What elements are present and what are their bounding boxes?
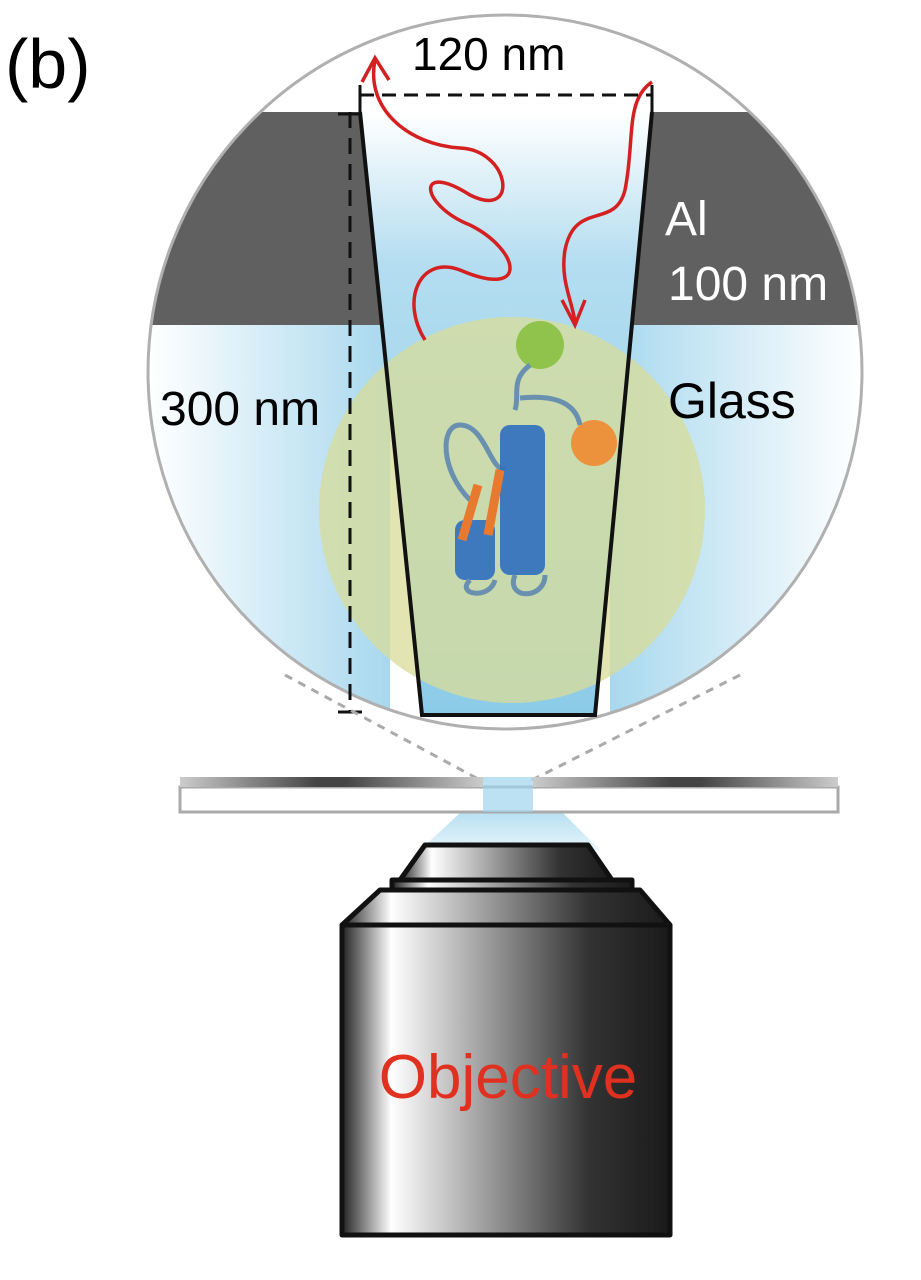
objective-body (339, 922, 673, 1238)
dimension-width (358, 85, 654, 112)
strand-orange (457, 469, 505, 542)
metal-label: Al (665, 193, 708, 246)
magnified-view (150, 112, 860, 729)
dimension-depth (338, 112, 362, 714)
zoom-guide-lines (284, 673, 741, 782)
panel-label: (b) (5, 25, 91, 103)
well-glow (483, 777, 533, 812)
arrow-head-up (360, 54, 391, 83)
objective-lens (339, 842, 673, 1238)
metal-thickness-label: 100 nm (668, 258, 828, 311)
well-walls (358, 111, 654, 717)
arrow-head-down (560, 299, 587, 330)
objective-tip (397, 842, 615, 883)
depth-label: 300 nm (160, 383, 320, 436)
linker (512, 363, 583, 426)
emission-arrows (360, 54, 654, 341)
glass-label: Glass (668, 373, 796, 429)
aluminum-film-right (533, 777, 838, 787)
helix-1 (500, 425, 545, 575)
backbone-loop (443, 422, 506, 502)
donor-dye (516, 321, 564, 369)
substrate-slide (178, 777, 840, 814)
emission-arrow-up (371, 59, 512, 341)
objective-label: Objective (379, 1043, 637, 1112)
backbone-bottom (464, 574, 548, 597)
protein (443, 321, 617, 597)
aluminum-left (150, 112, 383, 325)
excitation-arrow-down (562, 80, 654, 323)
aluminum-film-left (180, 777, 483, 787)
objective-shoulder (339, 887, 673, 928)
width-label: 120 nm (412, 28, 565, 80)
acceptor-dye (571, 420, 617, 466)
magnification-circle (146, 13, 864, 731)
